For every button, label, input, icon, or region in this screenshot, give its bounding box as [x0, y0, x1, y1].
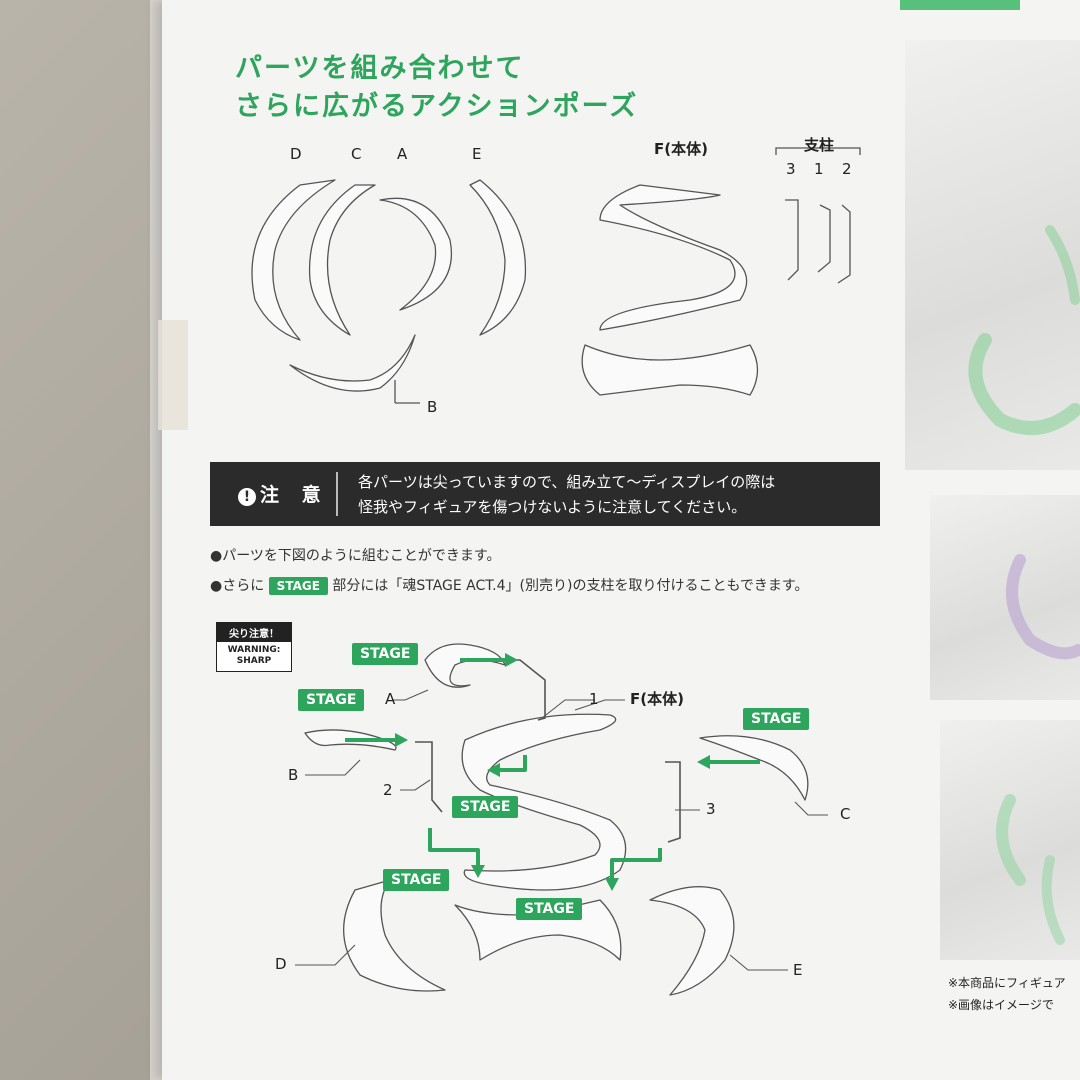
- pillar-title: 支柱: [804, 136, 835, 154]
- warning-jp: 尖り注意！: [217, 623, 291, 642]
- product-photo-top: [905, 40, 1080, 470]
- bullet-stage-post: 部分には「魂STAGE ACT.4」(別売り)の支柱を取り付けることもできます。: [332, 578, 809, 594]
- warning-en-line1: WARNING:: [227, 645, 281, 655]
- caution-notice: !注 意 各パーツは尖っていますので、組み立て〜ディスプレイの際は 怪我やフィギ…: [210, 462, 880, 526]
- stage-tag-f-tail: STAGE: [516, 898, 583, 920]
- pillar-number-1: 1: [814, 160, 824, 178]
- caution-title: !注 意: [238, 480, 329, 507]
- warning-sharp-badge: 尖り注意！ WARNING: SHARP: [216, 622, 292, 672]
- product-photo-middle: [930, 495, 1080, 700]
- assembly-label-pillar-1: 1: [589, 690, 599, 708]
- headline-line1: パーツを組み合わせて: [235, 53, 525, 84]
- caution-divider: [336, 472, 338, 516]
- caution-line1: 各パーツは尖っていますので、組み立て〜ディスプレイの際は: [358, 473, 776, 491]
- green-tab: [900, 0, 1020, 10]
- exclamation-circle-icon: !: [238, 488, 256, 506]
- warning-en: WARNING: SHARP: [217, 642, 291, 667]
- stage-tag-b: STAGE: [298, 689, 365, 711]
- part-label-b: B: [427, 398, 438, 416]
- part-label-c: C: [351, 145, 362, 163]
- bullet-assemble: ●パーツを下図のように組むことができます。: [210, 548, 501, 564]
- assembly-label-d: D: [275, 955, 287, 973]
- caution-line2: 怪我やフィギュアを傷つけないように注意してください。: [358, 498, 747, 516]
- assembly-label-c: C: [840, 805, 851, 823]
- footnote-2: ※画像はイメージで: [948, 998, 1054, 1012]
- pillar-number-2: 2: [842, 160, 852, 178]
- caution-title-text: 注 意: [260, 484, 329, 506]
- assembly-label-pillar-3: 3: [706, 800, 716, 818]
- pillar-number-3: 3: [786, 160, 796, 178]
- tape-strip: [158, 320, 188, 430]
- stage-tag-inline: STAGE: [268, 577, 328, 595]
- part-label-e: E: [472, 145, 482, 163]
- part-label-a: A: [397, 145, 408, 163]
- stage-tag-a: STAGE: [352, 643, 419, 665]
- part-label-d: D: [290, 145, 302, 163]
- warning-en-line2: SHARP: [236, 656, 272, 666]
- assembly-label-b: B: [288, 766, 299, 784]
- headline-line2: さらに広がるアクションポーズ: [235, 91, 639, 122]
- footnote-1: ※本商品にフィギュア: [948, 976, 1066, 990]
- stage-tag-f-upper: STAGE: [452, 796, 519, 818]
- bullet-stage: ●さらに STAGE 部分には「魂STAGE ACT.4」(別売り)の支柱を取り…: [210, 575, 809, 595]
- assembly-label-e: E: [793, 961, 803, 979]
- product-photo-bottom: [940, 720, 1080, 960]
- assembly-label-pillar-2: 2: [383, 781, 393, 799]
- assembly-label-a: A: [385, 690, 396, 708]
- stage-tag-c: STAGE: [743, 708, 810, 730]
- assembly-label-f: F(本体): [630, 690, 684, 708]
- stage-tag-f-lower: STAGE: [383, 869, 450, 891]
- main-body-label: F(本体): [654, 140, 708, 158]
- bullet-stage-pre: ●さらに: [210, 578, 265, 594]
